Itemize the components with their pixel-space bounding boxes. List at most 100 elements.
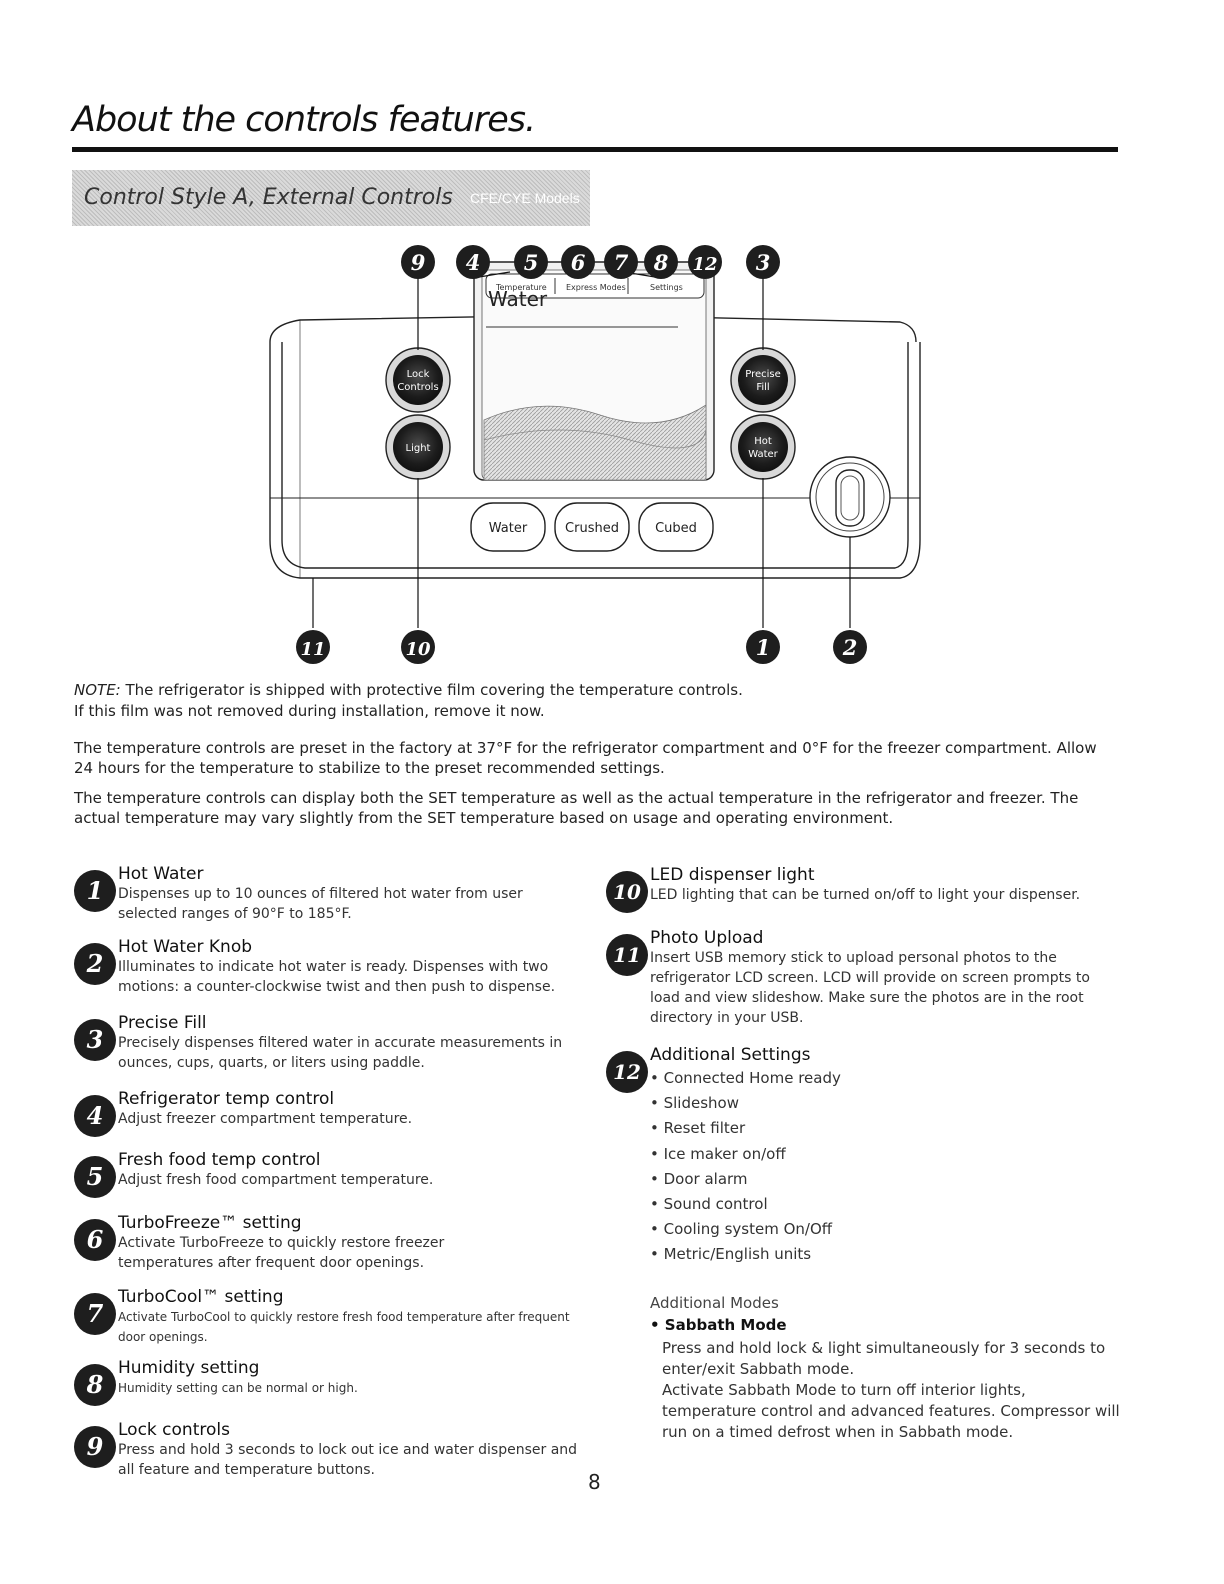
feature-description: Illuminates to indicate hot water is rea…: [118, 959, 556, 995]
feature-description: Adjust fresh food compartment temperatur…: [118, 1172, 434, 1188]
intro-paragraph-1: The temperature controls are preset in t…: [74, 739, 1097, 777]
page-number: 8: [588, 1470, 601, 1494]
light-button-label: Light: [406, 443, 431, 454]
list-item: • Metric/English units: [650, 1245, 812, 1264]
callout-label-12: 12: [692, 254, 717, 275]
lock-button-label: Lock: [407, 369, 430, 380]
feature-number-badge: 9: [74, 1426, 116, 1468]
feature-description: Dispenses up to 10 ounces of filtered ho…: [118, 886, 523, 922]
feature-number-badge: 10: [606, 871, 648, 913]
sabbath-mode-title: • Sabbath Mode: [650, 1316, 787, 1334]
callout-label-11: 11: [300, 639, 325, 660]
precise-button-label: Precise: [745, 369, 781, 380]
callout-2-icon: [833, 630, 867, 664]
feature-description: Humidity setting can be normal or high.: [118, 1381, 358, 1395]
list-item: • Cooling system On/Off: [650, 1220, 833, 1239]
feature-title: Hot Water: [118, 864, 204, 884]
sabbath-mode-text: Press and hold lock & light simultaneous…: [662, 1338, 1122, 1443]
callout-10-icon: [401, 630, 435, 664]
control-panel-diagram: Temperature Express Modes Settings Water…: [269, 245, 921, 664]
feature-description: LED lighting that can be turned on/off t…: [650, 887, 1081, 903]
lock-controls-button: Lock Controls: [385, 347, 451, 413]
feature-description: Activate TurboCool to quickly restore fr…: [118, 1310, 570, 1344]
feature-number-badge: 7: [74, 1293, 116, 1335]
list-item: • Door alarm: [650, 1169, 748, 1188]
callout-12-icon: [688, 245, 722, 279]
feature-title: Photo Upload: [650, 928, 764, 948]
feature-title: Precise Fill: [118, 1013, 207, 1033]
hot-water-knob: [809, 456, 891, 538]
precise-fill-button: Precise Fill: [730, 347, 796, 413]
water-dispense-label: Water: [489, 521, 528, 536]
callout-label-4: 4: [466, 250, 481, 275]
callout-4-icon: [456, 245, 490, 279]
title-rule: [72, 147, 1118, 152]
callout-6-icon: [561, 245, 595, 279]
hot-button-label-2: Water: [748, 449, 778, 460]
intro-paragraph-2: The temperature controls can display bot…: [74, 789, 1079, 827]
feature-number-badge: 12: [606, 1051, 648, 1093]
feature-number-badge: 11: [606, 934, 648, 976]
lcd-screen: Temperature Express Modes Settings Water: [473, 261, 715, 481]
precise-button-label-2: Fill: [756, 382, 769, 393]
feature-title: Humidity setting: [118, 1358, 260, 1378]
additional-modes-label: Additional Modes: [650, 1294, 779, 1312]
feature-description: Precisely dispenses filtered water in ac…: [118, 1035, 563, 1071]
callout-label-5: 5: [524, 250, 539, 275]
hot-button-label: Hot: [754, 436, 772, 447]
note-text: The refrigerator is shipped with protect…: [74, 681, 743, 720]
feature-number-badge: 4: [74, 1095, 116, 1137]
feature-title: Additional Settings: [650, 1045, 811, 1065]
callout-label-1: 1: [756, 635, 771, 660]
list-item: • Ice maker on/off: [650, 1144, 786, 1163]
feature-number-badge: 2: [74, 943, 116, 985]
feature-number-badge: 3: [74, 1019, 116, 1061]
callout-8-icon: [644, 245, 678, 279]
callouts-bottom: 11 10 1 2: [296, 630, 867, 664]
feature-description: Press and hold 3 seconds to lock out ice…: [118, 1442, 578, 1478]
callout-11-icon: [296, 630, 330, 664]
screen-tab-settings: Settings: [650, 283, 683, 292]
additional-settings-list: • Connected Home ready • Slideshow • Res…: [650, 1066, 841, 1268]
screen-tab-express-modes: Express Modes: [566, 283, 626, 292]
feature-title: Refrigerator temp control: [118, 1089, 335, 1109]
feature-title: Lock controls: [118, 1420, 230, 1440]
sabbath-line-1: Press and hold lock & light simultaneous…: [662, 1339, 1106, 1378]
hot-water-button: Hot Water: [730, 414, 796, 480]
light-button: Light: [385, 414, 451, 480]
callout-7-icon: [604, 245, 638, 279]
feature-title: TurboCool™ setting: [118, 1287, 284, 1307]
feature-description: Insert USB memory stick to upload person…: [650, 950, 1090, 1026]
section-title: Control Style A, External Controls: [84, 185, 453, 210]
callout-label-7: 7: [614, 250, 629, 275]
screen-label: Water: [488, 287, 548, 311]
page-title: About the controls features.: [72, 100, 536, 140]
sabbath-line-2: Activate Sabbath Mode to turn off interi…: [662, 1381, 1120, 1441]
lock-button-label-2: Controls: [397, 382, 438, 393]
cubed-dispense-label: Cubed: [655, 521, 697, 536]
feature-number-badge: 1: [74, 870, 116, 912]
list-item: • Sound control: [650, 1194, 768, 1213]
list-item: • Slideshow: [650, 1094, 739, 1113]
callout-label-8: 8: [653, 250, 669, 275]
section-header-band: Control Style A, External Controls CFE/C…: [72, 170, 590, 226]
crushed-dispense-label: Crushed: [565, 521, 619, 536]
feature-number-badge: 8: [74, 1364, 116, 1406]
note-label: NOTE:: [74, 681, 121, 699]
feature-description: Adjust freezer compartment temperature.: [118, 1111, 413, 1127]
feature-title: Hot Water Knob: [118, 937, 253, 957]
note-paragraph: NOTE: The refrigerator is shipped with p…: [74, 680, 754, 722]
list-item: • Reset filter: [650, 1119, 746, 1138]
callout-5-icon: [514, 245, 548, 279]
callout-label-6: 6: [571, 250, 586, 275]
callout-3-icon: [746, 245, 780, 279]
callout-1-icon: [746, 630, 780, 664]
feature-number-badge: 6: [74, 1219, 116, 1261]
callout-label-3: 3: [756, 250, 771, 275]
feature-description: Activate TurboFreeze to quickly restore …: [118, 1235, 445, 1271]
callout-label-2: 2: [842, 635, 858, 660]
feature-title: Fresh food temp control: [118, 1150, 321, 1170]
feature-title: TurboFreeze™ setting: [118, 1213, 302, 1233]
callout-9-icon: [401, 245, 435, 279]
dispense-buttons: Water Crushed Cubed: [470, 502, 714, 552]
